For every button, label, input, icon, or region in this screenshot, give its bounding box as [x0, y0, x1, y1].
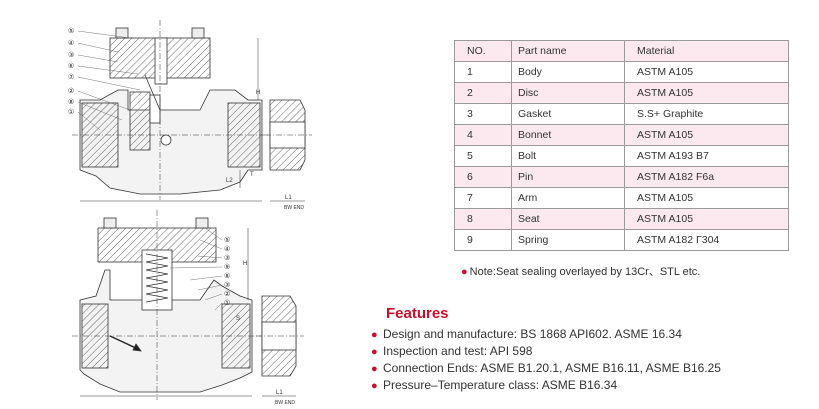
cell-material: S.S+ Graphite: [624, 103, 789, 125]
swing-check-valve-section: [72, 20, 272, 202]
cell-no: 4: [454, 124, 512, 146]
dim-label: H: [256, 90, 260, 96]
cell-part: Bonnet: [511, 124, 625, 146]
lift-check-valve-section: [72, 210, 262, 400]
features-list: ● Design and manufacture: BS 1868 API602…: [371, 326, 721, 394]
table-row: 3 Gasket S.S+ Graphite: [454, 103, 789, 125]
callout: ⑦: [68, 73, 74, 81]
feature-item: ● Inspection and test: API 598: [371, 343, 721, 360]
cell-material: ASTM A105: [624, 208, 789, 230]
bullet-icon: ●: [371, 329, 378, 341]
bullet-icon: ●: [371, 363, 378, 375]
table-row: 4 Bonnet ASTM A105: [454, 124, 789, 146]
callout: ③: [224, 254, 230, 262]
feature-text: Connection Ends: ASME B1.20.1, ASME B16.…: [383, 361, 721, 375]
table-row: 2 Disc ASTM A105: [454, 82, 789, 104]
top-callouts: ⑤ ④ ③ ⑥ ⑦ ② ⑧ ①: [68, 27, 74, 116]
seat-sealing-note: ●Note:Seat sealing overlayed by 13Cr、STL…: [461, 263, 700, 279]
cell-material: ASTM A105: [624, 187, 789, 209]
table-row: 6 Pin ASTM A182 F6a: [454, 166, 789, 188]
dim-label: H: [243, 261, 247, 267]
cell-material: ASTM A193 B7: [624, 145, 789, 167]
callout: ④: [224, 245, 230, 253]
cell-part: Disc: [511, 82, 625, 104]
cell-material: ASTM A182 F6a: [624, 166, 789, 188]
cell-no: 7: [454, 187, 512, 209]
callout: ③: [224, 281, 230, 289]
callout: ⑨: [224, 263, 230, 271]
feature-text: Design and manufacture: BS 1868 API602. …: [383, 327, 682, 341]
table-row: 1 Body ASTM A105: [454, 61, 789, 83]
callout: ②: [224, 290, 230, 298]
cell-no: 8: [454, 208, 512, 230]
callout: ①: [224, 299, 230, 307]
callout: ⑧: [224, 272, 230, 280]
cell-material: ASTM A105: [624, 124, 789, 146]
cell-no: 1: [454, 61, 512, 83]
dim-label: S: [236, 316, 240, 322]
cell-no: 2: [454, 82, 512, 104]
cell-part: Arm: [511, 187, 625, 209]
col-header-material: Material: [624, 40, 789, 62]
bullet-icon: ●: [461, 266, 468, 278]
table-header-row: NO. Part name Material: [454, 40, 789, 62]
bottom-end-view: [256, 295, 304, 397]
col-header-no: NO.: [454, 40, 512, 62]
parts-material-table: NO. Part name Material 1 Body ASTM A105 …: [454, 40, 789, 251]
callout: ②: [68, 87, 74, 95]
cell-material: ASTM A105: [624, 82, 789, 104]
table-row: 5 Bolt ASTM A193 B7: [454, 145, 789, 167]
callout: ③: [68, 51, 74, 59]
callout: ④: [68, 39, 74, 47]
cell-part: Gasket: [511, 103, 625, 125]
dim-label: L1: [276, 390, 283, 396]
table-row: 8 Seat ASTM A105: [454, 208, 789, 230]
cell-material: ASTM A105: [624, 61, 789, 83]
callout: ⑤: [224, 236, 230, 244]
top-end-view: [265, 99, 312, 202]
callout: ⑤: [68, 27, 74, 35]
features-heading: Features: [386, 305, 449, 322]
dim-label: L1: [285, 195, 292, 201]
cell-material: ASTM A182 Γ304: [624, 229, 789, 251]
cell-no: 5: [454, 145, 512, 167]
valve-technical-drawings: ⑤ ④ ③ ⑥ ⑦ ② ⑧ ① H L2 T L1 BW END: [68, 20, 312, 406]
bottom-callouts: ⑤ ④ ③ ⑨ ⑧ ③ ② ①: [224, 236, 230, 307]
bullet-icon: ●: [371, 346, 378, 358]
cell-part: Pin: [511, 166, 625, 188]
bullet-icon: ●: [371, 380, 378, 392]
callout: ①: [68, 108, 74, 116]
cell-no: 6: [454, 166, 512, 188]
cell-part: Seat: [511, 208, 625, 230]
callout: ⑧: [68, 98, 74, 106]
feature-text: Inspection and test: API 598: [383, 344, 533, 358]
dim-label: BW END: [284, 205, 304, 211]
cell-no: 9: [454, 229, 512, 251]
feature-item: ● Design and manufacture: BS 1868 API602…: [371, 326, 721, 343]
table-row: 7 Arm ASTM A105: [454, 187, 789, 209]
dim-label: BW END: [275, 400, 295, 406]
callout: ⑥: [68, 62, 74, 70]
feature-item: ● Connection Ends: ASME B1.20.1, ASME B1…: [371, 360, 721, 377]
note-text: Note:Seat sealing overlayed by 13Cr、STL …: [469, 266, 701, 278]
cell-no: 3: [454, 103, 512, 125]
table-row: 9 Spring ASTM A182 Γ304: [454, 229, 789, 251]
dim-label: L2: [226, 178, 233, 184]
cell-part: Bolt: [511, 145, 625, 167]
cell-part: Body: [511, 61, 625, 83]
dim-label: T: [250, 172, 254, 178]
feature-text: Pressure–Temperature class: ASME B16.34: [383, 378, 618, 392]
feature-item: ● Pressure–Temperature class: ASME B16.3…: [371, 377, 721, 394]
cell-part: Spring: [511, 229, 625, 251]
col-header-part-name: Part name: [511, 40, 625, 62]
